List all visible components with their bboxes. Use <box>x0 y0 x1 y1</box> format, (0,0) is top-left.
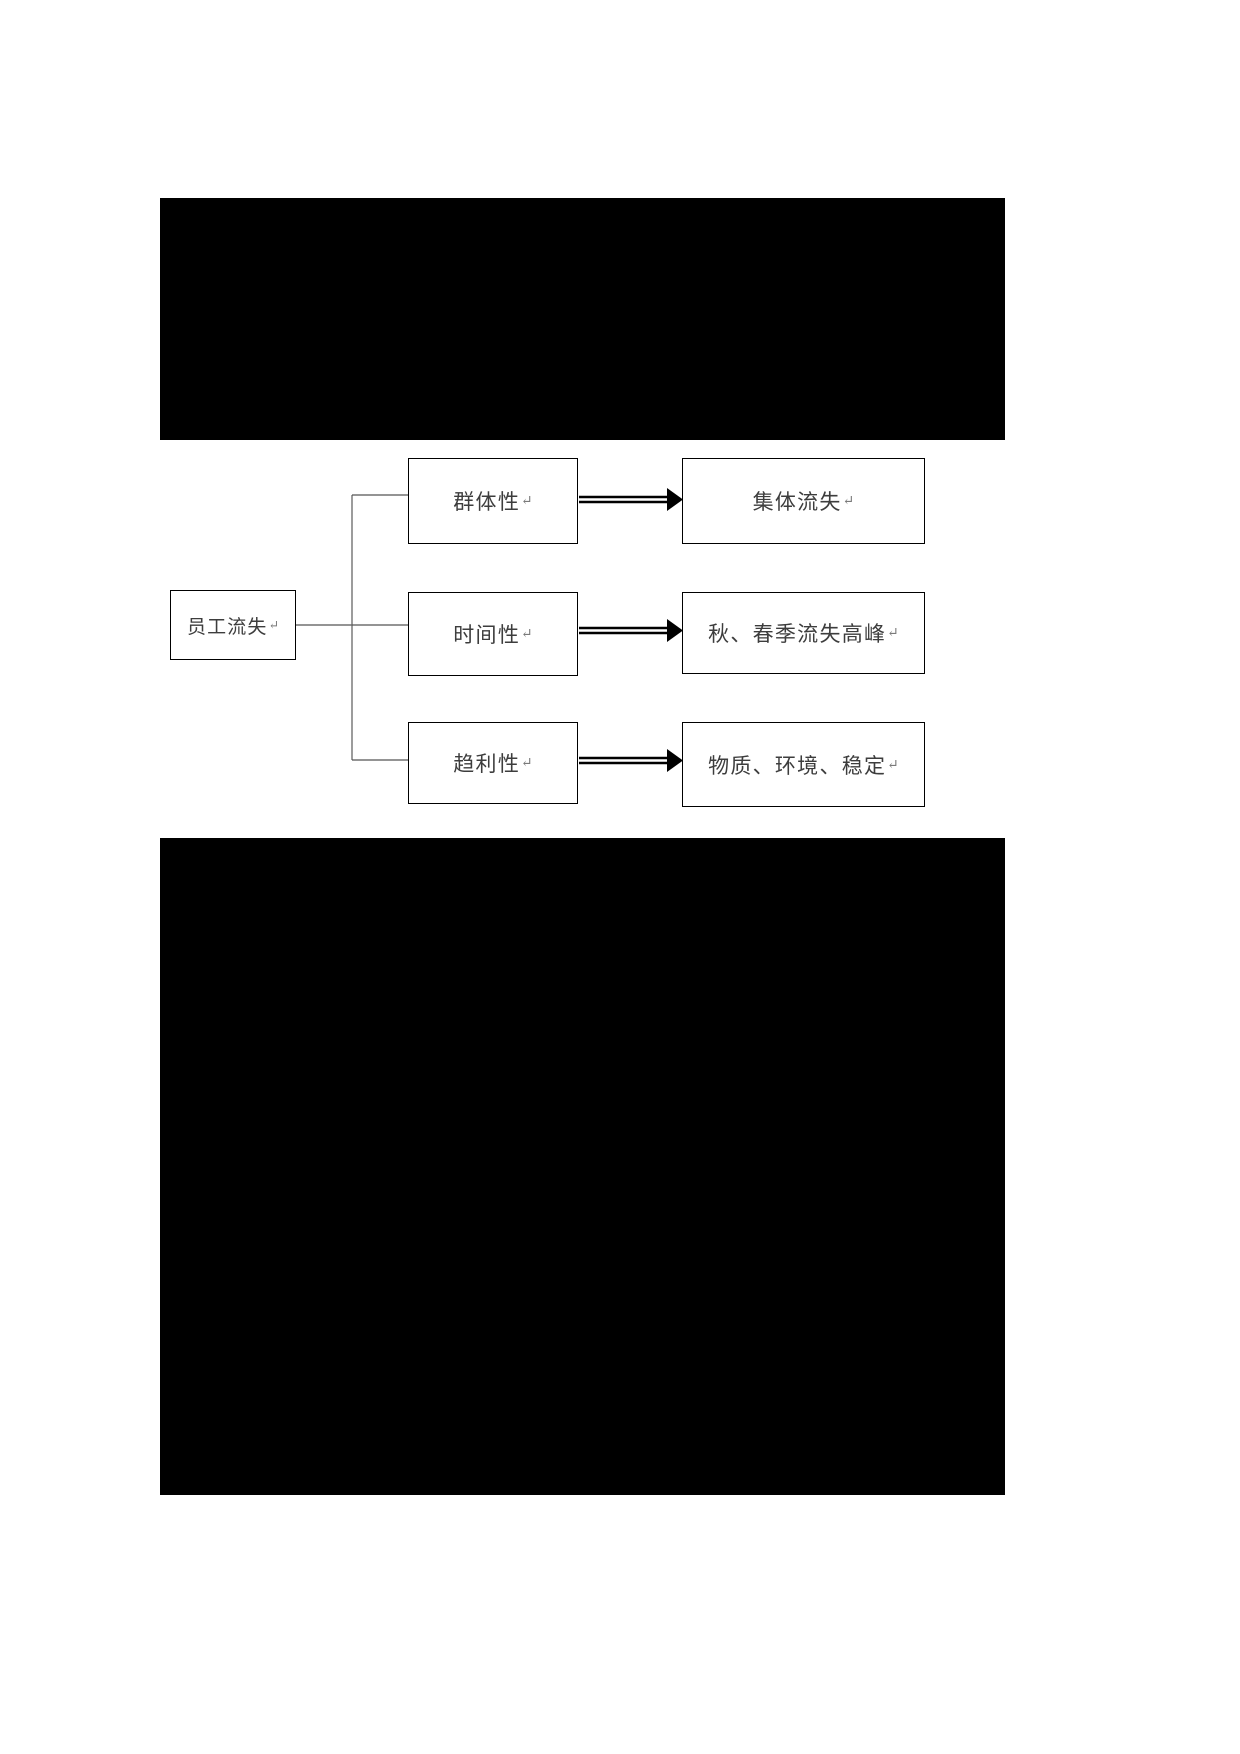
pilcrow-mark: ↵ <box>521 493 533 508</box>
redacted-region-bottom <box>160 838 1005 1495</box>
node-characteristic-temporal[interactable]: 时间性↵ <box>408 592 578 676</box>
node-outcome-collective-loss[interactable]: 集体流失↵ <box>682 458 925 544</box>
pilcrow-mark: ↵ <box>887 756 899 772</box>
node-characteristic-2-label: 时间性 <box>453 623 521 647</box>
pilcrow-mark: ↵ <box>268 618 280 632</box>
node-outcome-material-environment-stability[interactable]: 物质、环境、稳定↵ <box>682 722 925 807</box>
arrow-branch-2 <box>579 619 683 642</box>
redacted-region-top <box>160 198 1005 440</box>
diagram-canvas: 员工流失↵ 群体性↵ 时间性↵ 趋利性↵ 集体流失↵ 秋、春季流失高峰↵ 物质、… <box>160 440 1005 838</box>
node-characteristic-profit-driven[interactable]: 趋利性↵ <box>408 722 578 804</box>
node-outcome-1-label: 集体流失 <box>752 490 842 514</box>
arrow-branch-3 <box>579 749 683 772</box>
arrow-branch-1 <box>579 488 683 511</box>
node-characteristic-3-label: 趋利性 <box>453 752 521 776</box>
node-characteristic-1-label: 群体性 <box>453 490 521 514</box>
pilcrow-mark: ↵ <box>887 625 899 640</box>
node-outcome-2-label: 秋、春季流失高峰 <box>708 622 887 646</box>
pilcrow-mark: ↵ <box>521 626 533 641</box>
node-characteristic-collective[interactable]: 群体性↵ <box>408 458 578 544</box>
pilcrow-mark: ↵ <box>521 755 533 770</box>
pilcrow-mark: ↵ <box>842 493 855 508</box>
page-frame: 员工流失↵ 群体性↵ 时间性↵ 趋利性↵ 集体流失↵ 秋、春季流失高峰↵ 物质、… <box>160 172 1005 1495</box>
node-root-employee-turnover[interactable]: 员工流失↵ <box>170 590 296 660</box>
node-root-label: 员工流失 <box>186 616 268 638</box>
node-outcome-seasonal-peak[interactable]: 秋、春季流失高峰↵ <box>682 592 925 674</box>
node-outcome-3-label: 物质、环境、稳定 <box>708 753 887 778</box>
